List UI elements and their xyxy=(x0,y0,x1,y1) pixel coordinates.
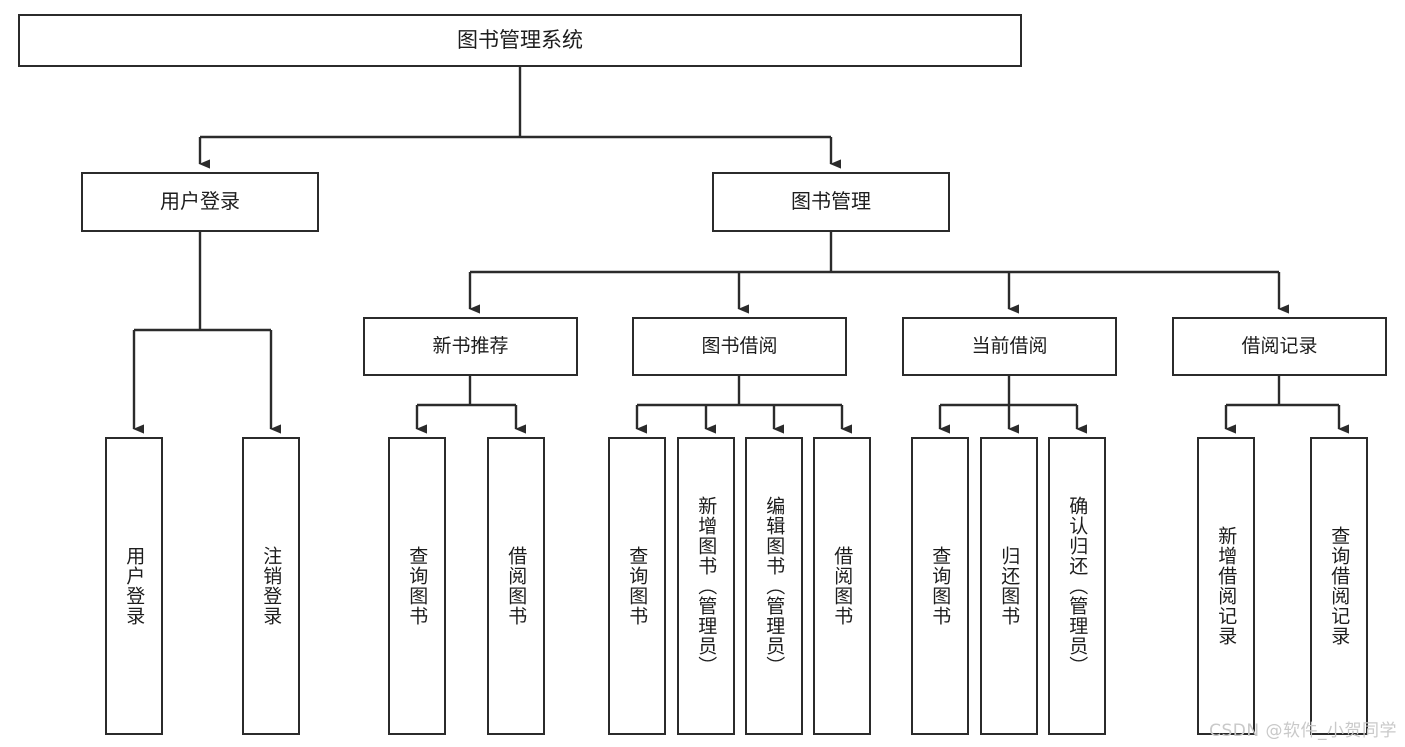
node-label: 确认归还（管理员） xyxy=(1066,496,1089,676)
node-label: 图书借阅 xyxy=(701,335,778,358)
node-label: 新增借阅记录 xyxy=(1215,526,1238,646)
node-label: 归还图书 xyxy=(998,546,1021,626)
node-borrow-record[interactable]: 借阅记录 xyxy=(1172,317,1387,376)
node-leaf-query-borrow-record[interactable]: 查询借阅记录 xyxy=(1310,437,1368,735)
node-leaf-borrow-book[interactable]: 借阅图书 xyxy=(813,437,871,735)
node-leaf-query-book-borrow[interactable]: 查询图书 xyxy=(608,437,666,735)
node-label: 用户登录 xyxy=(123,546,146,626)
node-leaf-edit-book-admin[interactable]: 编辑图书（管理员） xyxy=(745,437,803,735)
node-book-management[interactable]: 图书管理 xyxy=(712,172,950,232)
node-label: 借阅图书 xyxy=(505,546,528,626)
node-book-borrow[interactable]: 图书借阅 xyxy=(632,317,847,376)
node-label: 查询图书 xyxy=(626,546,649,626)
node-leaf-query-book-current[interactable]: 查询图书 xyxy=(911,437,969,735)
node-user-login[interactable]: 用户登录 xyxy=(81,172,319,232)
node-label: 借阅图书 xyxy=(831,546,854,626)
node-leaf-return-book[interactable]: 归还图书 xyxy=(980,437,1038,735)
node-leaf-user-login[interactable]: 用户登录 xyxy=(105,437,163,735)
node-leaf-add-book-admin[interactable]: 新增图书（管理员） xyxy=(677,437,735,735)
node-new-book-recommend[interactable]: 新书推荐 xyxy=(363,317,578,376)
node-leaf-logout-login[interactable]: 注销登录 xyxy=(242,437,300,735)
node-label: 当前借阅 xyxy=(971,335,1048,358)
node-leaf-confirm-return-admin[interactable]: 确认归还（管理员） xyxy=(1048,437,1106,735)
node-label: 注销登录 xyxy=(260,546,283,626)
node-label: 新书推荐 xyxy=(432,335,509,358)
node-label: 用户登录 xyxy=(160,189,240,214)
node-label: 新增图书（管理员） xyxy=(695,496,718,676)
node-label: 图书管理系统 xyxy=(457,28,583,53)
node-leaf-add-borrow-record[interactable]: 新增借阅记录 xyxy=(1197,437,1255,735)
node-label: 查询借阅记录 xyxy=(1328,526,1351,646)
node-leaf-query-book-recommend[interactable]: 查询图书 xyxy=(388,437,446,735)
watermark-csdn: CSDN @软件_小贺同学 xyxy=(1209,721,1397,741)
node-label: 查询图书 xyxy=(406,546,429,626)
node-label: 借阅记录 xyxy=(1241,335,1318,358)
node-leaf-borrow-book-recommend[interactable]: 借阅图书 xyxy=(487,437,545,735)
node-current-borrow[interactable]: 当前借阅 xyxy=(902,317,1117,376)
node-label: 查询图书 xyxy=(929,546,952,626)
node-label: 编辑图书（管理员） xyxy=(763,496,786,676)
node-label: 图书管理 xyxy=(791,189,871,214)
node-root-system[interactable]: 图书管理系统 xyxy=(18,14,1022,67)
